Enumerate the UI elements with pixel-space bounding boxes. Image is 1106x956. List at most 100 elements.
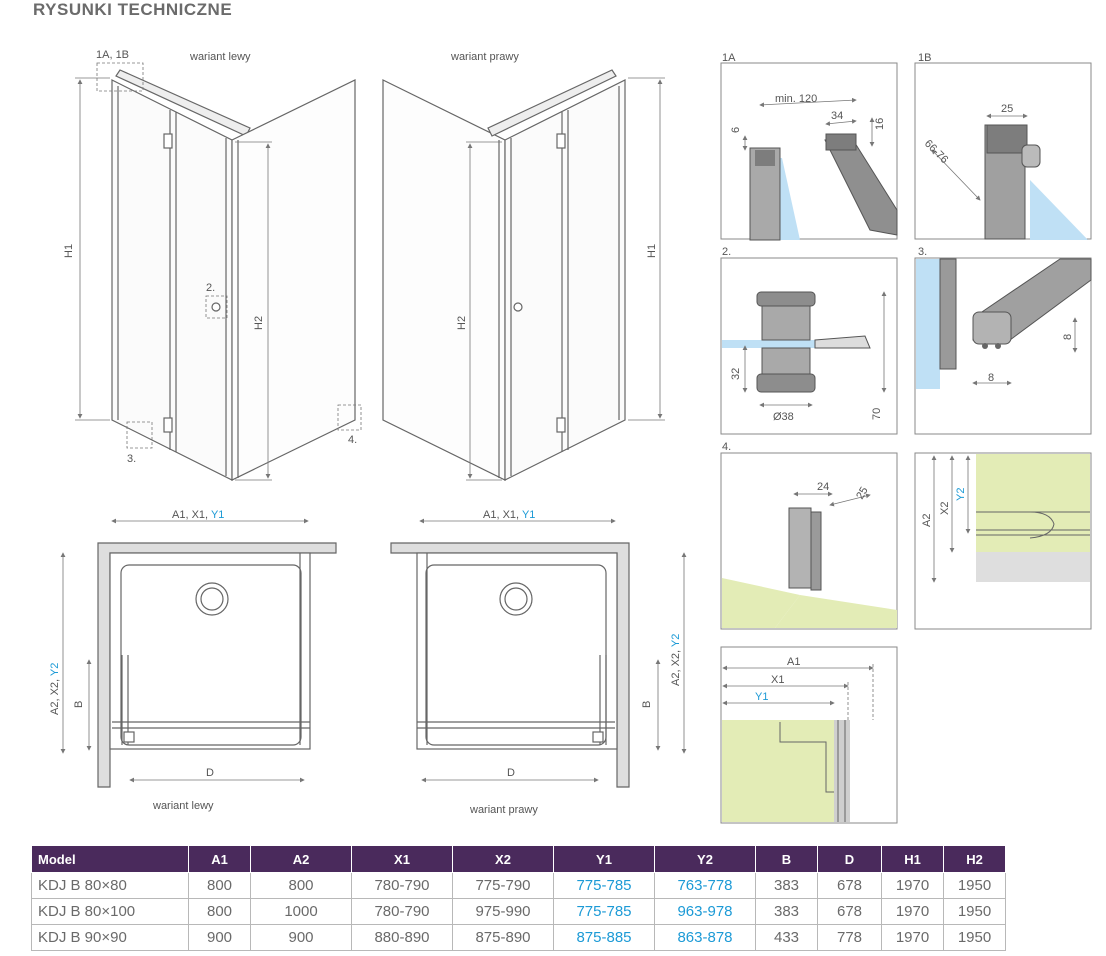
cell-a1: 900 <box>188 924 251 951</box>
detail-2-label: 2. <box>722 246 731 258</box>
detail-2: 32 70 Ø38 <box>720 257 898 435</box>
cell-y1: 775-785 <box>553 898 655 925</box>
elevation-right-dims <box>466 77 665 481</box>
cell-h2: 1950 <box>943 872 1006 899</box>
callout-3: 3. <box>127 453 136 465</box>
cell-b: 433 <box>755 924 818 951</box>
cell-model: KDJ B 90×90 <box>31 924 189 951</box>
cell-b: 383 <box>755 898 818 925</box>
cell-h1: 1970 <box>881 924 944 951</box>
cell-model: KDJ B 80×80 <box>31 872 189 899</box>
technical-drawings: 1A, 1B wariant lewy 2. 3. 4. H1 H2 waria… <box>49 49 1092 824</box>
dim-h1-right: H1 <box>646 244 658 258</box>
cell-x2: 875-890 <box>452 924 554 951</box>
dimensions-table: Model A1 A2 X1 X2 Y1 Y2 B D H1 H2 KDJ B … <box>31 845 1006 951</box>
cell-a1: 800 <box>188 872 251 899</box>
cell-a2: 800 <box>250 872 352 899</box>
page-title: RYSUNKI TECHNICZNE <box>33 0 233 19</box>
cell-a1: 800 <box>188 898 251 925</box>
callout-1a-1b: 1A, 1B <box>96 49 129 61</box>
detail-1b-label: 1B <box>918 52 931 64</box>
callout-2: 2. <box>206 282 215 294</box>
plan-right <box>390 542 630 788</box>
cell-h2: 1950 <box>943 898 1006 925</box>
dim-6-y1: Y1 <box>755 691 768 703</box>
cell-d: 678 <box>817 872 882 899</box>
dim-4-25: 25 <box>854 485 871 502</box>
th-h1: H1 <box>881 845 944 873</box>
cell-h2: 1950 <box>943 924 1006 951</box>
plan-left <box>97 542 337 788</box>
cell-a2: 1000 <box>250 898 352 925</box>
cell-x2: 975-990 <box>452 898 554 925</box>
table-row: KDJ B 80×100 800 1000 780-790 975-990 77… <box>31 898 1006 925</box>
cell-y1: 775-785 <box>553 872 655 899</box>
dim-2-dia: Ø38 <box>773 411 794 423</box>
dim-1a-34: 34 <box>831 110 843 122</box>
cell-y2: 963-978 <box>654 898 756 925</box>
dim-1a-6: 6 <box>730 127 742 133</box>
dim-4-24: 24 <box>817 481 829 493</box>
dim-h1-left: H1 <box>63 244 75 258</box>
dim-6-a1: A1 <box>787 656 800 668</box>
dim-1a-min: min. 120 <box>775 93 817 105</box>
cell-d: 678 <box>817 898 882 925</box>
detail-3-label: 3. <box>918 246 927 258</box>
elevation-left <box>111 69 356 481</box>
dim-1a-16: 16 <box>874 118 886 130</box>
elevation-right <box>382 69 626 481</box>
cell-y2: 763-778 <box>654 872 756 899</box>
plan-left-dims <box>60 518 309 783</box>
cell-d: 778 <box>817 924 882 951</box>
plan-right-top-dim: A1, X1, Y1 <box>483 509 535 521</box>
cell-b: 383 <box>755 872 818 899</box>
detail-3: 8 8 <box>914 257 1092 435</box>
dim-2-32: 32 <box>730 368 742 380</box>
plan-right-dims <box>419 518 687 783</box>
cell-x1: 880-890 <box>351 924 453 951</box>
table-row: KDJ B 80×80 800 800 780-790 775-790 775-… <box>31 872 1006 899</box>
detail-5: A2 X2 Y2 <box>914 452 1092 630</box>
th-d: D <box>817 845 882 873</box>
detail-1a: min. 120 34 16 6 <box>720 62 898 241</box>
cell-x2: 775-790 <box>452 872 554 899</box>
cell-a2: 900 <box>250 924 352 951</box>
cell-y1: 875-885 <box>553 924 655 951</box>
th-h2: H2 <box>943 845 1006 873</box>
variant-left-label-top: wariant lewy <box>189 51 251 63</box>
plan-left-d: D <box>206 767 214 779</box>
variant-left-label-bottom: wariant lewy <box>152 800 214 812</box>
plan-right-b: B <box>641 701 653 708</box>
cell-y2: 863-878 <box>654 924 756 951</box>
dim-1b-25: 25 <box>1001 103 1013 115</box>
dim-3-h8: 8 <box>1062 334 1074 340</box>
cell-x1: 780-790 <box>351 898 453 925</box>
cell-model: KDJ B 80×100 <box>31 898 189 925</box>
dim-2-70: 70 <box>871 408 883 420</box>
dim-3-w8: 8 <box>988 372 994 384</box>
elevation-left-dims <box>75 62 362 481</box>
dim-5-y2: Y2 <box>955 488 967 501</box>
callout-4: 4. <box>348 434 357 446</box>
dim-6-x1: X1 <box>771 674 784 686</box>
table-header-row: Model A1 A2 X1 X2 Y1 Y2 B D H1 H2 <box>31 845 1006 873</box>
detail-6: A1 X1 Y1 <box>720 646 898 824</box>
variant-right-label-top: wariant prawy <box>450 51 519 63</box>
cell-x1: 780-790 <box>351 872 453 899</box>
plan-right-side-dim: A2, X2, Y2 <box>670 634 682 686</box>
variant-right-label-bottom: wariant prawy <box>469 804 538 816</box>
dim-h2-right: H2 <box>456 316 468 330</box>
detail-4-label: 4. <box>722 441 731 453</box>
table-row: KDJ B 90×90 900 900 880-890 875-890 875-… <box>31 924 1006 951</box>
th-y1: Y1 <box>553 845 655 873</box>
th-a2: A2 <box>250 845 352 873</box>
cell-h1: 1970 <box>881 898 944 925</box>
dim-5-x2: X2 <box>939 502 951 515</box>
th-a1: A1 <box>188 845 251 873</box>
th-b: B <box>755 845 818 873</box>
detail-1b: 25 66-76 <box>914 62 1092 240</box>
th-model: Model <box>31 845 189 873</box>
cell-h1: 1970 <box>881 872 944 899</box>
dim-5-a2: A2 <box>921 514 933 527</box>
th-x1: X1 <box>351 845 453 873</box>
